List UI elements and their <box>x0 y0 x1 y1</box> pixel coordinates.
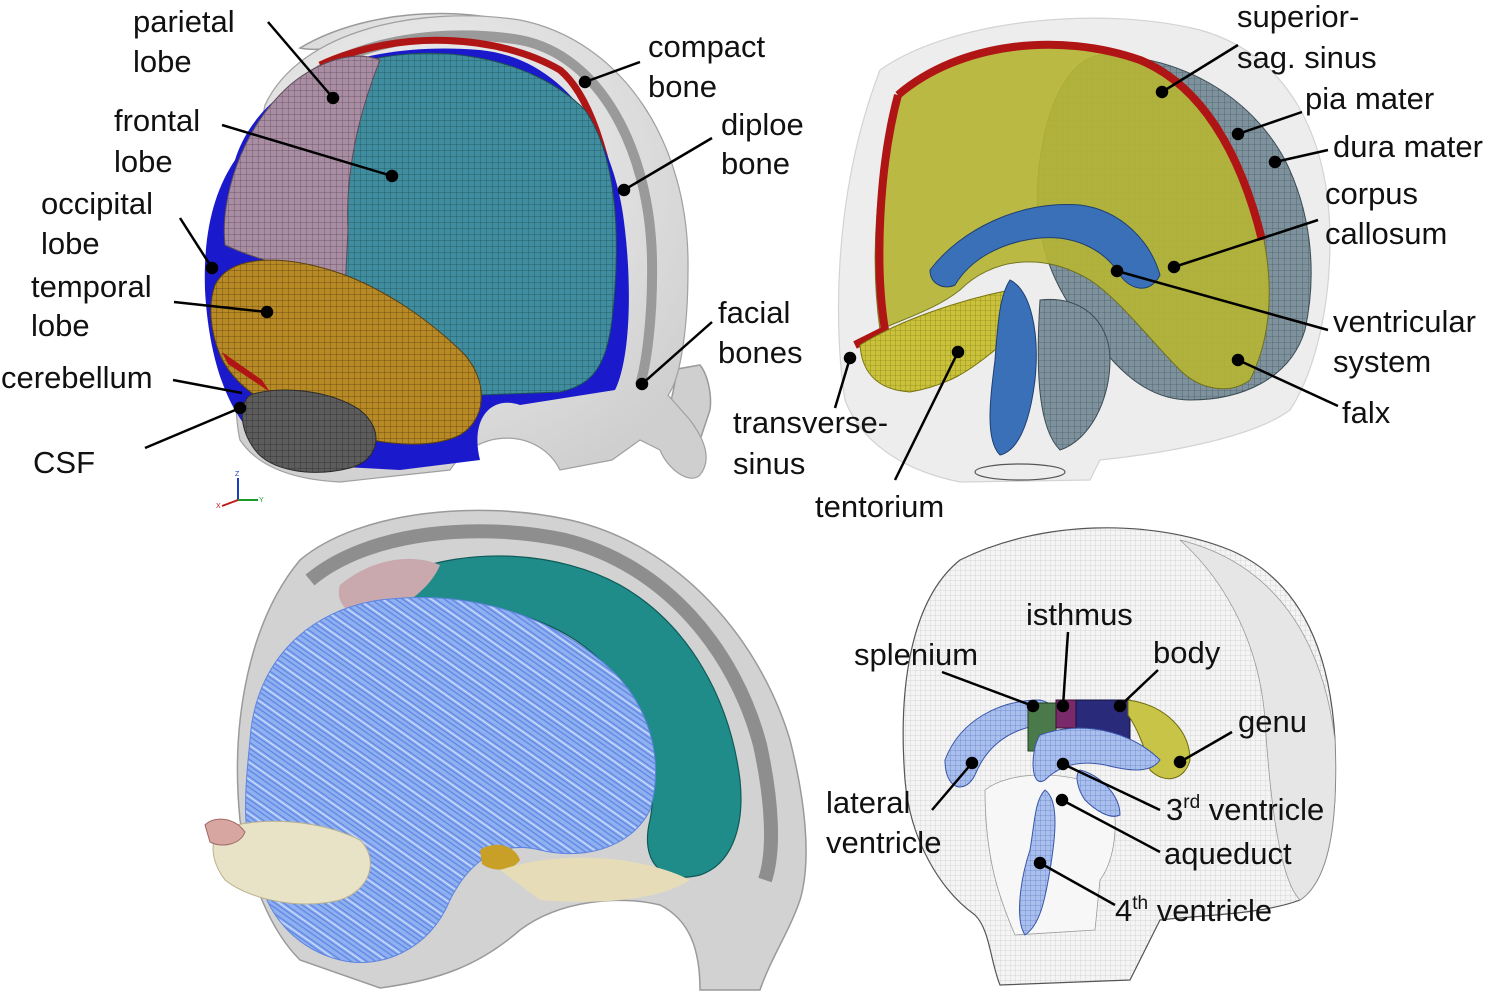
label-occipital-lobe: occipital lobe <box>41 186 162 261</box>
label-cerebellum: cerebellum <box>1 360 153 395</box>
label-body: body <box>1153 635 1221 670</box>
label-compact-bone: compact bone <box>648 29 774 104</box>
label-genu: genu <box>1238 704 1307 739</box>
panel-b-leaders <box>833 43 1339 481</box>
parietal-lobe-shape <box>223 55 381 291</box>
label-corpus-callosum: corpus callosum <box>1325 176 1447 251</box>
label-diploe-bone: diploe bone <box>721 107 812 181</box>
label-isthmus: isthmus <box>1026 597 1133 632</box>
label-facial-bones: facial bones <box>718 295 802 370</box>
label-csf: CSF <box>33 445 95 480</box>
label-parietal-lobe: parietal lobe <box>133 4 243 79</box>
gold-patch-c <box>480 844 520 870</box>
base-ellipse-b <box>974 463 1066 481</box>
base-beige-c <box>500 857 690 902</box>
panel-b-sagittal-model <box>837 17 1331 483</box>
cerebellum-shape <box>241 389 377 473</box>
axis-triad: Z Y X <box>216 471 264 510</box>
sinus-red-band-b <box>853 40 1266 349</box>
skull-inner-layer-c <box>305 524 779 883</box>
panel-a-leaders <box>144 21 713 450</box>
transverse-sinus-fragment-a <box>222 352 270 392</box>
mesh-right-shade-d <box>1179 539 1336 901</box>
ventricular-system-b <box>929 203 1161 289</box>
label-splenium: splenium <box>854 637 978 672</box>
third-ventricle-d <box>1032 727 1161 783</box>
axis-z-label: Z <box>235 471 240 478</box>
label-temporal-lobe: temporal lobe <box>31 269 160 343</box>
axis-x-label: X <box>216 503 221 510</box>
genu-shape-d <box>1127 699 1191 780</box>
label-ventricular-system: ventricular system <box>1333 304 1485 379</box>
brainstem-beige-c <box>212 820 371 905</box>
label-transverse-sinus: transverse- sinus <box>733 405 897 481</box>
label-fourth-ventricle: 4th ventricle <box>1115 893 1272 928</box>
panel-a-head-model: Z Y X <box>204 12 712 510</box>
label-superior-sag-sinus: superior- sag. sinus <box>1237 0 1377 75</box>
label-lateral-ventricle: lateral ventricle <box>826 785 941 860</box>
label-tentorium: tentorium <box>815 489 944 524</box>
label-frontal-lobe: frontal lobe <box>114 103 209 179</box>
axis-y-label: Y <box>259 497 264 504</box>
panel-c-tractography <box>204 509 807 991</box>
label-aqueduct: aqueduct <box>1164 836 1292 871</box>
label-third-ventricle: 3rd ventricle <box>1166 792 1324 827</box>
panel-d-leaders <box>931 631 1233 907</box>
brainstem-b <box>989 279 1037 456</box>
label-falx: falx <box>1342 395 1391 430</box>
label-dura-mater: dura mater <box>1333 129 1483 164</box>
cerebellum-mesh-b <box>1037 298 1111 451</box>
cerebellum-pink-c <box>204 818 246 846</box>
label-pia-mater: pia mater <box>1305 81 1434 116</box>
